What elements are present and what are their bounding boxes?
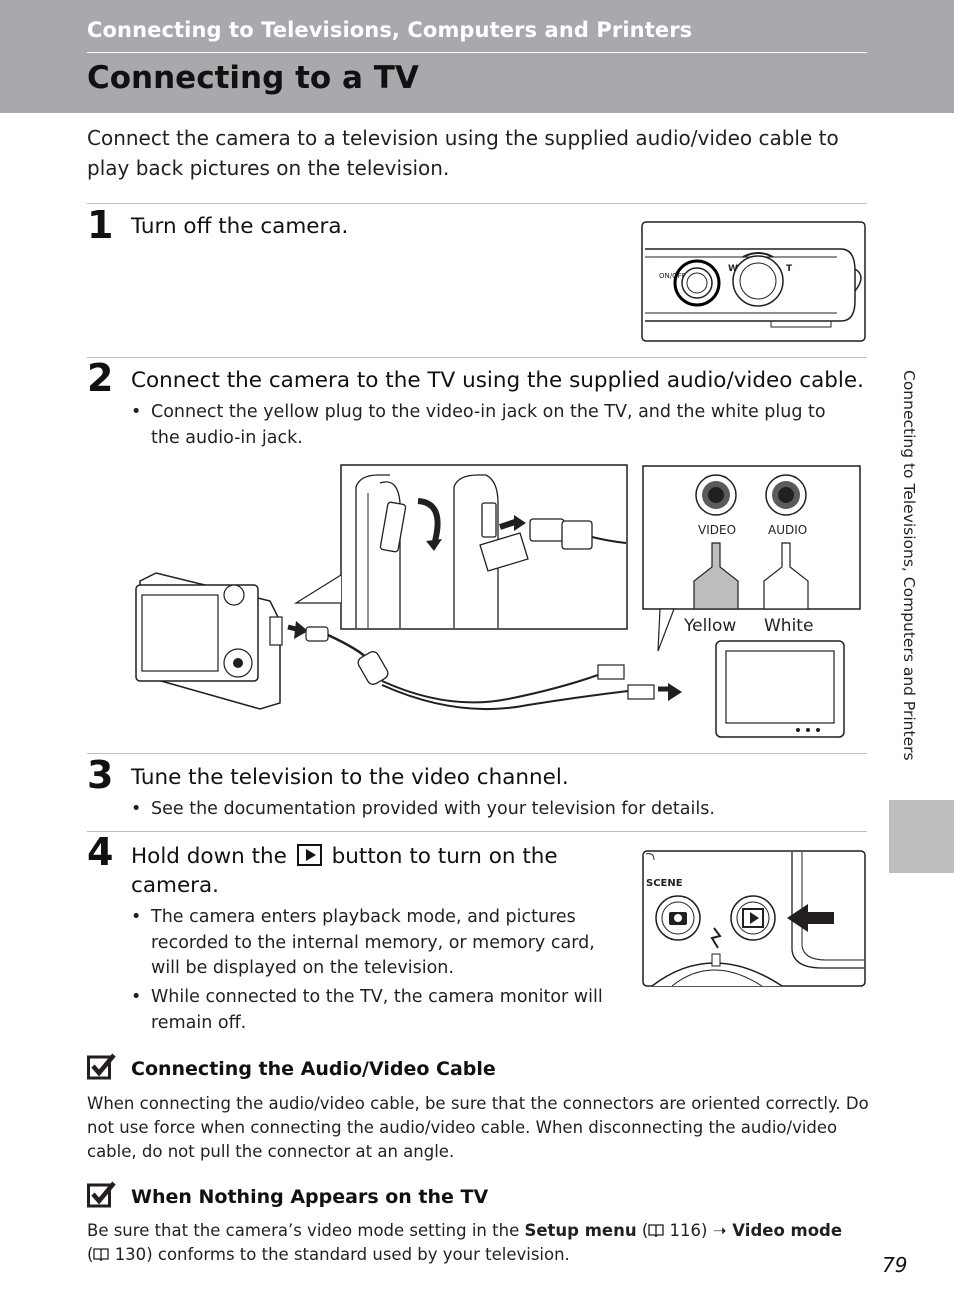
bullet-dot: •: [131, 799, 142, 819]
side-tab-marker: [889, 800, 954, 873]
header-rule: [87, 52, 867, 53]
step-4-bullet: • The camera enters playback mode, and p…: [131, 905, 611, 982]
divider: [87, 753, 867, 754]
note-title: When Nothing Appears on the TV: [131, 1186, 489, 1208]
note-text: (: [87, 1245, 94, 1264]
book-ref-icon: [648, 1224, 664, 1238]
bullet-dot: •: [131, 987, 142, 1007]
step-3-text: Tune the television to the video channel…: [131, 765, 569, 790]
note-text: (: [636, 1221, 649, 1240]
step-1-number: 1: [87, 203, 114, 247]
step-3-bullet: • See the documentation provided with yo…: [131, 797, 841, 823]
bullet-dot: •: [131, 907, 142, 927]
side-tab-text: Connecting to Televisions, Computers and…: [900, 370, 918, 761]
yellow-plug-label: Yellow: [683, 616, 736, 636]
check-note-icon: [87, 1181, 116, 1208]
section-title: Connecting to Televisions, Computers and…: [87, 18, 693, 42]
step-2-text: Connect the camera to the TV using the s…: [131, 368, 864, 393]
step-4-bullet: • While connected to the TV, the camera …: [131, 985, 611, 1036]
divider: [87, 357, 867, 358]
page-ref: 116: [669, 1221, 702, 1240]
divider: [87, 831, 867, 832]
intro-text: Connect the camera to a television using…: [87, 126, 839, 180]
book-ref-icon: [93, 1248, 110, 1262]
page-title: Connecting to a TV: [87, 60, 419, 96]
zoom-w-label: W: [728, 264, 738, 274]
tv-connection-illustration: VIDEO AUDIO Yellow White: [135, 464, 861, 738]
note-body: Be sure that the camera’s video mode set…: [87, 1219, 872, 1267]
page-number: 79: [882, 1253, 908, 1277]
divider: [87, 203, 867, 204]
scene-label: SCENE: [646, 878, 683, 889]
note-text: ): [701, 1221, 713, 1240]
step-3-number: 3: [87, 753, 114, 797]
arrow-icon: ➝: [712, 1221, 727, 1240]
note-text: ) conforms to the standard used by your …: [146, 1245, 570, 1264]
step-4-text-before: Hold down the: [131, 844, 287, 869]
on-off-label: ON/OFF: [659, 272, 686, 280]
audio-jack-label: AUDIO: [768, 523, 807, 537]
camera-top-illustration: ON/OFF W T: [641, 221, 866, 342]
step-4-number: 4: [87, 830, 114, 874]
step-4-text: Hold down the button to turn on the came…: [131, 841, 611, 900]
bullet-dot: •: [131, 402, 142, 422]
white-plug-label: White: [764, 616, 813, 636]
bullet-text: While connected to the TV, the camera mo…: [151, 987, 603, 1033]
step-4-text-after: button to turn on the camera.: [131, 844, 558, 898]
play-button-icon: [296, 844, 322, 866]
section-header-band: Connecting to Televisions, Computers and…: [0, 0, 954, 113]
note-body: When connecting the audio/video cable, b…: [87, 1094, 869, 1161]
bullet-text: The camera enters playback mode, and pic…: [151, 907, 595, 978]
step-1-text: Turn off the camera.: [131, 214, 349, 239]
video-mode-label: Video mode: [726, 1221, 843, 1240]
check-note-icon: [87, 1053, 116, 1080]
step-2-bullet: • Connect the yellow plug to the video-i…: [131, 400, 841, 451]
note-text: Be sure that the camera’s video mode set…: [87, 1221, 525, 1240]
bullet-text: Connect the yellow plug to the video-in …: [151, 402, 826, 448]
bullet-text: See the documentation provided with your…: [151, 799, 715, 819]
camera-back-illustration: SCENE: [642, 850, 866, 987]
step-2-number: 2: [87, 356, 114, 400]
zoom-t-label: T: [786, 264, 793, 274]
video-jack-label: VIDEO: [698, 523, 736, 537]
note-title: Connecting the Audio/Video Cable: [131, 1058, 496, 1080]
page-ref: 130: [114, 1245, 147, 1264]
setup-menu-label: Setup menu: [524, 1221, 637, 1240]
